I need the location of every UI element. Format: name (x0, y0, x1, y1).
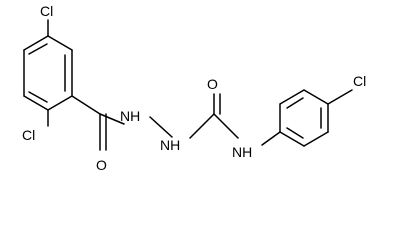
atom-nh-2: NH (160, 137, 180, 153)
ring-double-bond (286, 127, 304, 139)
chlorophenyl-ring (279, 89, 329, 147)
atom-cl-top: Cl (40, 3, 53, 19)
nh-to-ring-bond (261, 131, 281, 146)
cl-bond-right (327, 89, 353, 105)
structure-canvas: Cl Cl O NH NH O NH (22, 3, 367, 173)
ring-bond (303, 89, 329, 105)
amide-bond-right (213, 113, 239, 139)
ring-bond (23, 35, 49, 51)
amide-bond-left (99, 113, 125, 125)
atom-o-right: O (207, 76, 218, 92)
ring-double-bond (28, 91, 48, 103)
ring-bond (303, 131, 329, 147)
dichlorophenyl-ring (23, 35, 73, 111)
ring-double-bond (286, 97, 304, 109)
chemical-structure-diagram: Cl Cl O NH NH O NH (22, 3, 366, 173)
ring-double-bond (28, 43, 48, 55)
ring-bond (23, 95, 49, 111)
hydrazide-n-n-bond (149, 116, 173, 138)
ring-bond (279, 131, 305, 147)
atom-cl-right: Cl (353, 73, 366, 89)
ring-bond (47, 95, 73, 111)
ring-bond (279, 89, 305, 105)
ring-bond (47, 35, 73, 51)
atom-nh-1: NH (120, 108, 140, 124)
n-to-carbonyl-bond (189, 113, 215, 139)
atom-o-left: O (96, 157, 107, 173)
atom-nh-amide: NH (232, 144, 252, 160)
ring-to-carbonyl-bond (71, 95, 101, 115)
atom-cl-bottom: Cl (22, 127, 35, 143)
